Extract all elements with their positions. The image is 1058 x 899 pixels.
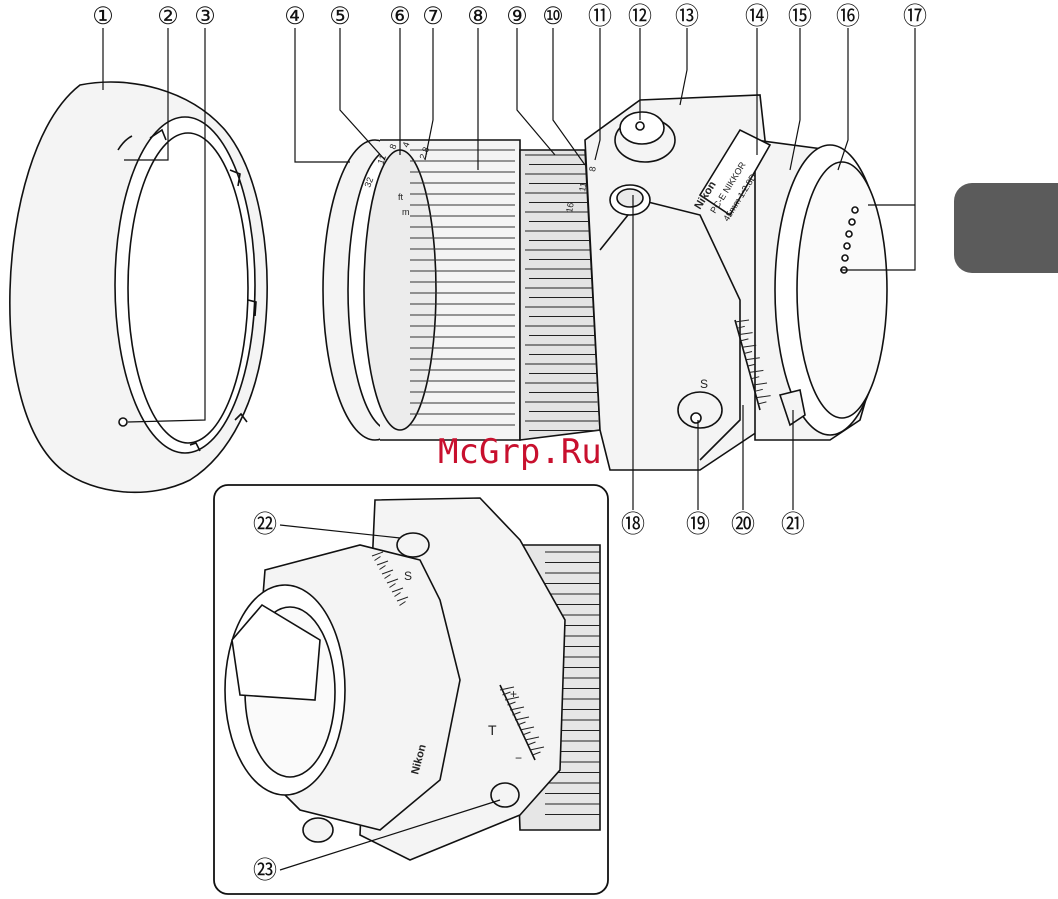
m-marker: m [402,207,410,217]
callout-23: ㉓ [253,857,277,884]
callout-12: ⑫ [628,3,652,30]
inset-shift-s-marker: S [404,569,412,583]
callout-20: ⑳ [731,511,755,538]
inset-plus-marker: + [510,687,517,701]
callout-22: ㉒ [253,511,277,538]
callout-15: ⑮ [788,3,812,30]
callout-7: ⑦ [422,3,444,30]
shift-s-marker: S [700,377,708,391]
watermark-text: McGrp.Ru [438,432,602,472]
callout-8: ⑧ [467,3,489,30]
callout-19: ⑲ [686,511,710,538]
callout-10: ⑩ [542,3,564,30]
inset-minus-marker: − [515,751,522,765]
section-side-tab [954,183,1058,273]
callout-2: ② [157,3,179,30]
callout-9: ⑨ [506,3,528,30]
distance-scale-label: 16 [564,202,576,214]
callout-16: ⑯ [836,3,860,30]
callout-13: ⑬ [675,3,699,30]
lens-hood [10,82,267,492]
callout-17: ⑰ [903,3,927,30]
callout-6: ⑥ [389,3,411,30]
ft-marker: ft [398,192,404,202]
callout-5: ⑤ [329,3,351,30]
callout-3: ③ [194,3,216,30]
distance-scale-label: 11 [577,181,588,192]
callout-4: ④ [284,3,306,30]
callout-1: ① [92,3,114,30]
callout-18: ⑱ [621,511,645,538]
lens-body [323,95,887,470]
callout-11: ⑪ [588,3,612,30]
callout-14: ⑭ [745,3,769,30]
inset-tilt-t-marker: T [488,722,497,738]
callout-21: ㉑ [781,511,805,538]
